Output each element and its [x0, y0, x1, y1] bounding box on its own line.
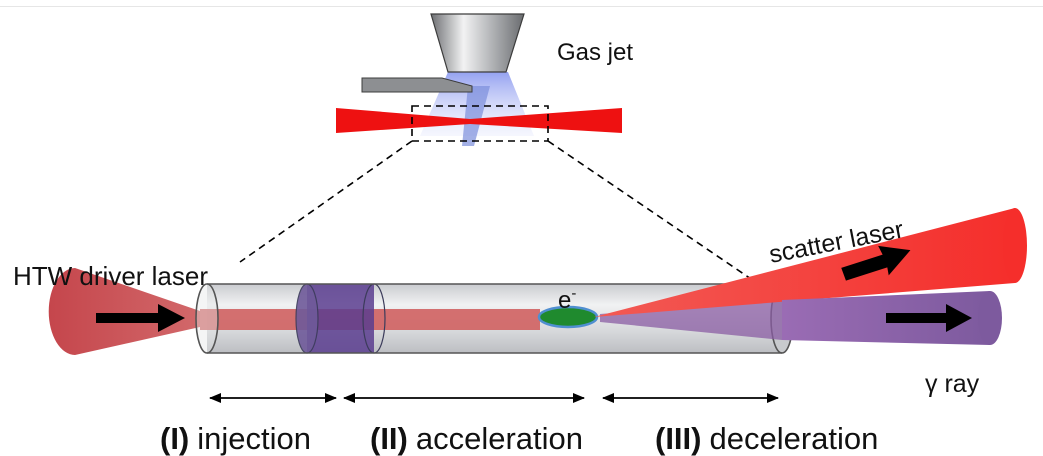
gamma-ray-end — [978, 291, 1002, 345]
gas-plume-core — [462, 86, 490, 146]
focus-laser-beam — [336, 108, 470, 133]
gamma-ray-in-tube — [600, 300, 782, 340]
gamma-ray-label: γ ray — [925, 370, 980, 398]
stage-name-injection: injection — [197, 421, 311, 456]
focus-laser-beam-right — [470, 108, 622, 133]
driver-laser-label: HTW driver laser — [13, 261, 208, 291]
gas-jet-assembly: Gas jet — [336, 13, 633, 146]
driver-laser-arrow — [96, 304, 185, 332]
stage-label-deceleration: (III)deceleration — [655, 421, 878, 456]
zoom-line-left — [239, 140, 413, 263]
electron-label: e- — [558, 285, 576, 314]
electron-bunch — [537, 305, 599, 329]
zoom-region-box — [411, 105, 549, 142]
gas-jet-label: Gas jet — [557, 39, 633, 66]
stage-name-acceleration: acceleration — [416, 421, 583, 456]
scatter-laser-beam — [594, 208, 1015, 317]
stage-name-deceleration: deceleration — [710, 421, 879, 456]
stage-roman-deceleration: (III) — [655, 421, 702, 456]
gas-jet-nozzle — [430, 13, 525, 73]
injection-section-face — [295, 283, 319, 354]
stage-label-acceleration: (II)acceleration — [370, 421, 583, 456]
stage-roman-injection: (I) — [160, 421, 189, 456]
stage-label-injection: (I) injection — [160, 421, 311, 456]
blade-holder — [361, 77, 473, 93]
stage-roman-acceleration: (II) — [370, 421, 408, 456]
driver-laser-cone — [48, 268, 201, 355]
scatter-laser-end — [1003, 208, 1027, 283]
zoom-line-right — [547, 140, 783, 301]
scatter-laser-arrow — [841, 245, 911, 281]
gamma-ray-arrow — [886, 304, 972, 332]
tube-front-end — [195, 283, 219, 354]
